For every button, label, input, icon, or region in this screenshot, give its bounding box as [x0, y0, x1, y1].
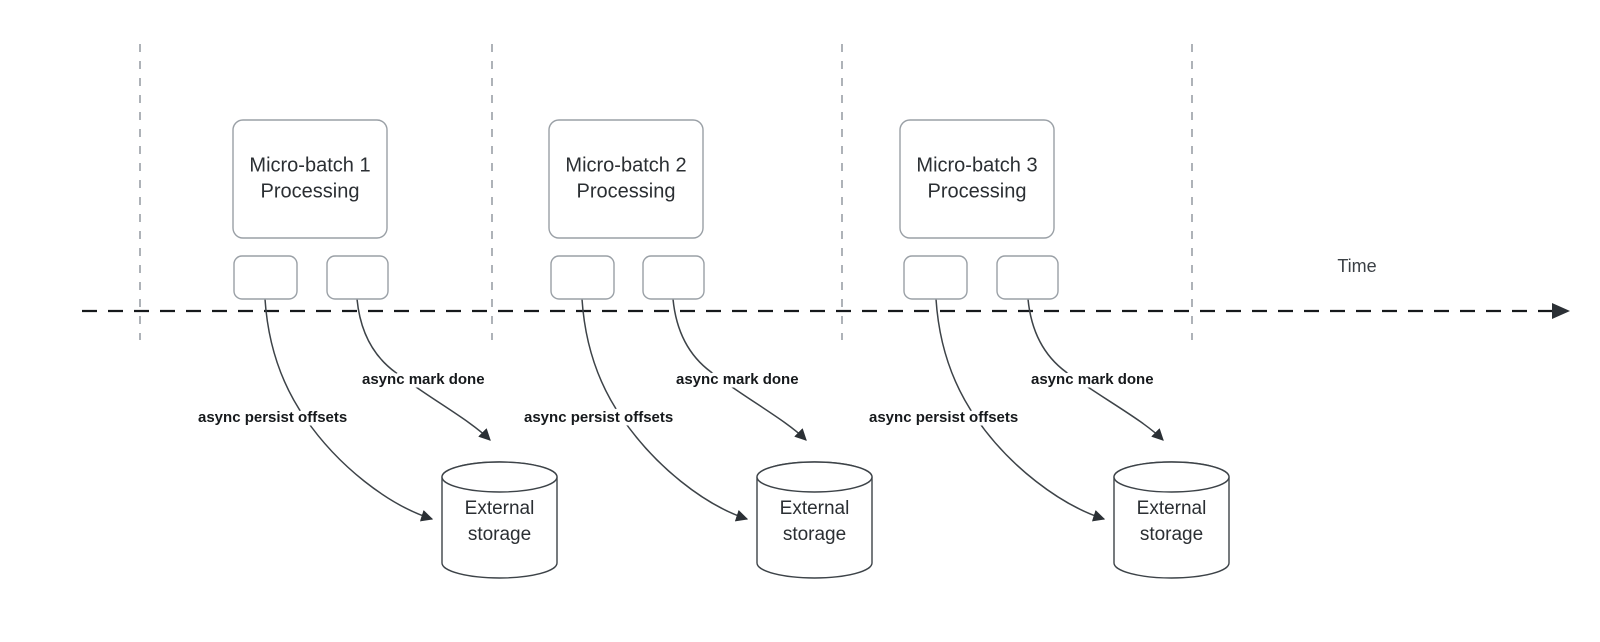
edge-labels-group: async persist offsets async persist offse…: [195, 367, 1158, 429]
micro-batch-title: Micro-batch 3: [916, 154, 1037, 176]
edge-label-halo-async-mark-done: async mark done: [1031, 371, 1154, 388]
external-storage-subtitle: storage: [468, 524, 531, 545]
external-storage-title: External: [780, 498, 850, 519]
edge-label-halo-async-mark-done: async mark done: [362, 371, 485, 388]
edge-async-mark-done: [672, 298, 807, 441]
persist-offsets-task[interactable]: [233, 255, 298, 300]
time-axis-label: Time: [1337, 256, 1376, 276]
micro-batch-processing-box[interactable]: [899, 119, 1055, 239]
edge-label-async-persist-offsets: async persist offsets: [198, 409, 347, 426]
edge-label-async-persist-offsets: async persist offsets: [524, 409, 673, 426]
micro-batch-processing-box[interactable]: [548, 119, 704, 239]
micro-batch-title: Micro-batch 2: [565, 154, 686, 176]
edge-label-halo-async-persist-offsets: async persist offsets: [524, 409, 673, 426]
cylinder-top-ellipse: [1113, 461, 1230, 493]
edge-async-persist-offsets: [581, 298, 749, 522]
external-storage-subtitle: storage: [783, 524, 846, 545]
edge-label-async-mark-done: async mark done: [362, 371, 485, 388]
edge-label-async-mark-done: async mark done: [1031, 371, 1154, 388]
edge-async-persist-offsets: [935, 298, 1106, 522]
persist-offsets-task[interactable]: [550, 255, 615, 300]
edge-label-async-persist-offsets: async persist offsets: [869, 409, 1018, 426]
external-storage-title: External: [465, 498, 535, 519]
micro-batch-subtitle: Processing: [928, 180, 1027, 202]
cylinder-top-ellipse: [441, 461, 558, 493]
edge-label-halo-async-persist-offsets: async persist offsets: [869, 409, 1018, 426]
micro-batch-subtitle: Processing: [261, 180, 360, 202]
edge-label-async-mark-done: async mark done: [676, 371, 799, 388]
external-storage-title: External: [1137, 498, 1207, 519]
mark-done-task[interactable]: [642, 255, 705, 300]
edge-async-persist-offsets: [264, 298, 434, 522]
micro-batch-title: Micro-batch 1: [249, 154, 370, 176]
cylinder-top-ellipse: [756, 461, 873, 493]
timeline-arrow-icon: [1552, 303, 1570, 319]
micro-batch-subtitle: Processing: [577, 180, 676, 202]
edge-async-mark-done: [1027, 298, 1164, 441]
edge-async-mark-done: [356, 298, 491, 441]
mark-done-task[interactable]: [326, 255, 389, 300]
external-storage-subtitle: storage: [1140, 524, 1203, 545]
edge-label-halo-async-mark-done: async mark done: [676, 371, 799, 388]
persist-offsets-task[interactable]: [903, 255, 968, 300]
flow-curves-group: [264, 298, 1164, 522]
mark-done-task[interactable]: [996, 255, 1059, 300]
edge-label-halo-async-persist-offsets: async persist offsets: [198, 409, 347, 426]
timeline-group: [82, 303, 1570, 319]
time-axis-label-group: Time: [1337, 256, 1376, 276]
micro-batch-processing-box[interactable]: [232, 119, 388, 239]
